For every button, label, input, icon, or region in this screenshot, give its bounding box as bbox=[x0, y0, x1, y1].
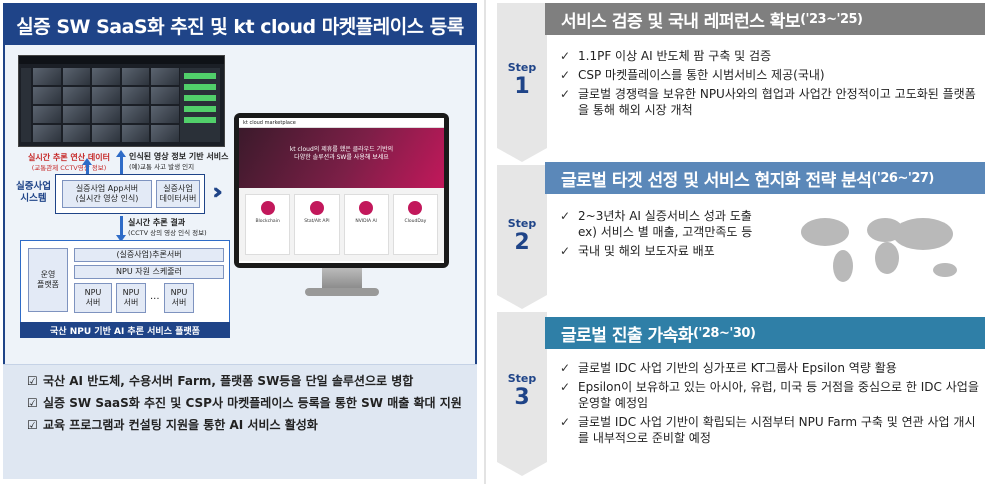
up-arrow-icon bbox=[116, 150, 126, 174]
monitor-base bbox=[305, 288, 379, 296]
list-item: ☑실증 SW SaaS화 추진 및 CSP사 마켓플레이스 등록을 통한 SW … bbox=[27, 396, 462, 410]
ellipsis: ... bbox=[150, 291, 160, 302]
marketplace-card: NVIDIA AI bbox=[343, 194, 389, 255]
check-icon: ✓ bbox=[560, 49, 571, 63]
check-icon: ✓ bbox=[560, 209, 571, 223]
check-icon: ✓ bbox=[560, 380, 571, 394]
step-3-body: ✓글로벌 IDC 사업 기반의 싱가포르 KT그룹사 Epsilon 역량 활용… bbox=[560, 360, 980, 449]
list-item: ☑국산 AI 반도체, 수용서버 Farm, 플랫폼 SW등을 단일 솔루션으로… bbox=[27, 374, 414, 388]
checkbox-icon: ☑ bbox=[27, 374, 38, 388]
check-icon: ✓ bbox=[560, 244, 571, 258]
service-label: 인식된 영상 정보 기반 서비스 (예)교통 사고 발생 인지 bbox=[129, 152, 229, 171]
checkbox-icon: ☑ bbox=[27, 418, 38, 432]
list-item: ✓글로벌 경쟁력을 보유한 NPU사와의 협업과 사업간 안정적이고 고도화된 … bbox=[560, 87, 976, 117]
step-1-column: Step 1 bbox=[497, 3, 547, 162]
step-3-column: Step 3 bbox=[497, 312, 547, 476]
monitor-stand bbox=[322, 268, 362, 290]
step-number: 3 bbox=[514, 385, 530, 410]
step-number: 1 bbox=[514, 74, 530, 99]
platform-caption: 국산 NPU 기반 AI 추론 서비스 플랫폼 bbox=[20, 322, 230, 338]
list-item: ✓2~3년차 AI 실증서비스 성과 도출 ex) 서비스 별 매출, 고객만족… bbox=[560, 209, 753, 239]
marketplace-card: Stat/Alt API bbox=[294, 194, 340, 255]
inference-server-box: (실증사업)추론서버 bbox=[74, 248, 224, 262]
cctv-dashboard-screenshot bbox=[18, 55, 225, 147]
world-map-icon bbox=[801, 218, 957, 282]
up-arrow-icon bbox=[82, 158, 92, 174]
step-label: Step bbox=[507, 217, 537, 230]
step-2-column: Step 2 bbox=[497, 165, 547, 309]
list-item: ✓Epsilon이 보유하고 있는 아시아, 유럽, 미국 등 거점을 중심으로… bbox=[560, 380, 979, 410]
app-server-box: 실증사업 App서버(실시간 영상 인식) bbox=[62, 180, 152, 208]
left-bullets: ☑국산 AI 반도체, 수용서버 Farm, 플랫폼 SW등을 단일 솔루션으로… bbox=[3, 364, 477, 479]
marketplace-card: Blockchain bbox=[245, 194, 291, 255]
realtime-data-label: 실시간 추론 연산 데이터 (교통관제 CCTV영상 정보) bbox=[28, 153, 110, 172]
step-label: Step bbox=[507, 372, 537, 385]
list-item: ☑교육 프로그램과 컨설팅 지원을 통한 AI 서비스 활성화 bbox=[27, 418, 318, 432]
check-icon: ✓ bbox=[560, 361, 571, 375]
check-icon: ✓ bbox=[560, 68, 571, 82]
list-item: ✓1.1PF 이상 AI 반도체 팜 구축 및 검증 bbox=[560, 49, 772, 63]
check-icon: ✓ bbox=[560, 87, 571, 101]
step-1-body: ✓1.1PF 이상 AI 반도체 팜 구축 및 검증 ✓CSP 마켓플레이스를 … bbox=[560, 48, 980, 121]
step-2-body: ✓2~3년차 AI 실증서비스 성과 도출 ex) 서비스 별 매출, 고객만족… bbox=[560, 208, 790, 262]
checkbox-icon: ☑ bbox=[27, 396, 38, 410]
marketplace-card: CloudDay bbox=[392, 194, 438, 255]
result-label: 실시간 추론 결과 (CCTV 상의 영상 인식 정보) bbox=[128, 218, 207, 237]
list-item: ✓글로벌 IDC 사업 기반의 싱가포르 KT그룹사 Epsilon 역량 활용 bbox=[560, 361, 897, 375]
divider bbox=[484, 0, 486, 484]
list-item: ✓글로벌 IDC 사업 기반이 확립되는 시점부터 NPU Farm 구축 및 … bbox=[560, 415, 976, 445]
list-item: ✓국내 및 해외 보도자료 배포 bbox=[560, 244, 715, 258]
step-1-header: 서비스 검증 및 국내 레퍼런스 확보('23~'25) bbox=[545, 3, 985, 35]
monitor-image: kt cloud marketplace kt cloud의 제휴를 했은 클라… bbox=[234, 113, 449, 268]
step-3-header: 글로벌 진출 가속화('28~'30) bbox=[545, 317, 985, 349]
step-number: 2 bbox=[514, 230, 530, 255]
step-label: Step bbox=[507, 61, 537, 74]
down-arrow-icon bbox=[116, 216, 126, 242]
marketplace-logo: kt cloud marketplace bbox=[239, 118, 444, 128]
left-panel-title: 실증 SW SaaS화 추진 및 kt cloud 마켓플레이스 등록 bbox=[5, 5, 475, 45]
step-2-header: 글로벌 타겟 선정 및 서비스 현지화 전략 분석('26~'27) bbox=[545, 162, 985, 194]
npu-scheduler-box: NPU 자원 스케줄러 bbox=[74, 265, 224, 279]
check-icon: ✓ bbox=[560, 415, 571, 429]
list-item: ✓CSP 마켓플레이스를 통한 시범서비스 제공(국내) bbox=[560, 68, 825, 82]
